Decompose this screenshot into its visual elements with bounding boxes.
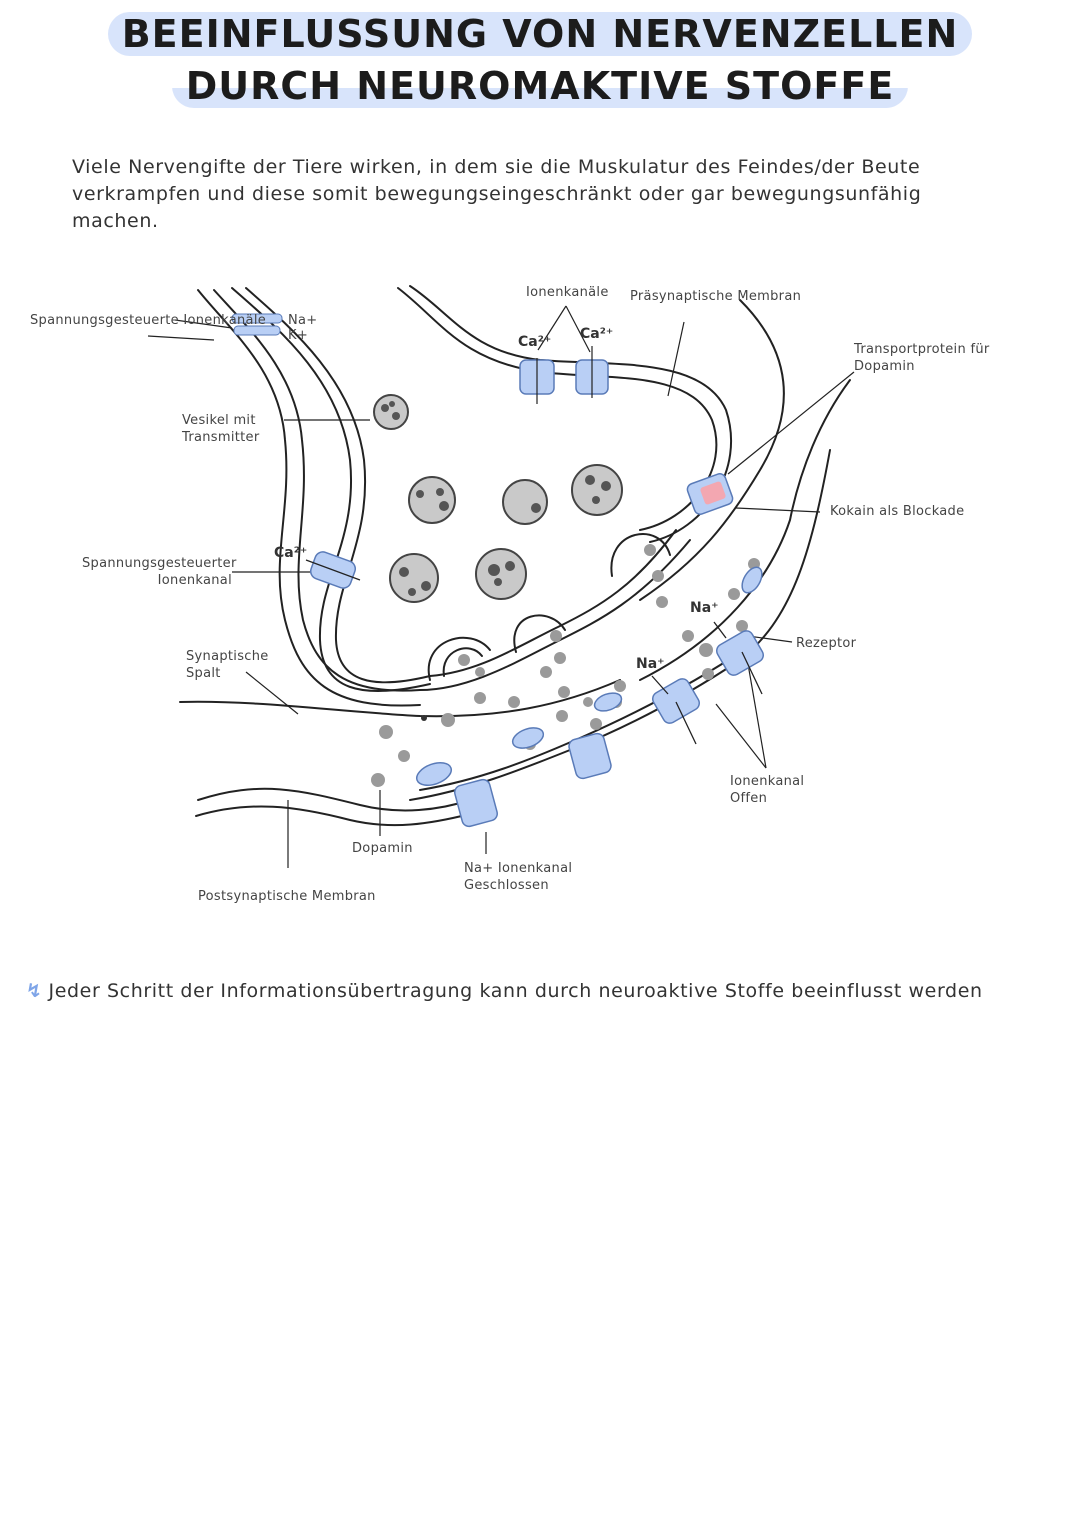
- fusing-vesicle-1: [427, 636, 491, 681]
- lightning-icon: ↯: [26, 980, 43, 1002]
- page-title-text-2: DURCH NEUROMAKTIVE STOFFE: [171, 64, 909, 108]
- label-praesynaptische-membran: Präsynaptische Membran: [630, 289, 802, 304]
- label-kokain-als-blockade: Kokain als Blockade: [830, 504, 965, 519]
- ca-channel-icon-3: [305, 551, 361, 589]
- intro-paragraph: Viele Nervengifte der Tiere wirken, in d…: [72, 156, 922, 232]
- ion-ca-1: Ca²⁺: [518, 334, 552, 350]
- ion-ca-2: Ca²⁺: [580, 326, 614, 342]
- dopamine-dots: [371, 544, 760, 787]
- postsynaptic-membrane-bottom: [197, 787, 471, 812]
- cleft-membrane-right-2: [639, 379, 851, 681]
- ion-na-2: Na⁺: [636, 656, 665, 672]
- ion-channel-na-k-icon: [231, 313, 283, 336]
- label-k-plus: K+: [288, 328, 309, 343]
- ca-channel-icon-2: [575, 346, 609, 398]
- cleft-membrane-right-1: [639, 299, 785, 601]
- postsynaptic-membrane-top: [179, 679, 621, 718]
- page-title-text-1: BEEINFLUSSUNG VON NERVENZELLEN: [107, 12, 973, 56]
- axon-membrane-inner-left: [213, 289, 421, 692]
- ion-na-1: Na⁺: [690, 600, 719, 616]
- ca-channel-icon-1: [519, 358, 555, 404]
- dopamine-transporter-icon: [686, 473, 734, 515]
- fusing-vesicle-2: [513, 614, 566, 653]
- label-vesikel-mit-transmitter: Vesikel mit Transmitter: [182, 413, 260, 445]
- label-spannungsgesteuerte-ionenkanaele: Spannungsgesteuerte Ionenkanäle: [30, 313, 267, 328]
- page-title-line-1: BEEINFLUSSUNG VON NERVENZELLEN: [0, 12, 1080, 56]
- label-ionenkanal-offen: Ionenkanal Offen: [730, 774, 805, 806]
- page-title-line-2: DURCH NEUROMAKTIVE STOFFE: [0, 64, 1080, 108]
- label-spannungsgesteuerter-ionenkanal: Spannungsgesteuerter Ionenkanal: [82, 556, 237, 588]
- label-na-plus: Na+: [288, 313, 318, 328]
- postsynaptic-membrane-lower-1: [409, 449, 831, 801]
- summary-text: Jeder Schritt der Informationsübertragun…: [48, 980, 983, 1002]
- label-synaptische-spalt: Synaptische Spalt: [186, 649, 269, 681]
- fusing-vesicle-3: [610, 533, 671, 577]
- axon-membrane-inner-right: [245, 287, 431, 684]
- label-dopamin: Dopamin: [352, 841, 413, 856]
- ion-ca-3: Ca²⁺: [274, 545, 308, 561]
- terminal-membrane-bottom-2: [429, 529, 677, 677]
- receptor-group: [415, 566, 765, 828]
- summary-statement: ↯Jeder Schritt der Informationsübertragu…: [26, 980, 983, 1002]
- label-rezeptor: Rezeptor: [796, 636, 857, 651]
- label-transportprotein-fuer-dopamin: Transportprotein für Dopamin: [854, 342, 990, 374]
- axon-membrane-outer-right: [231, 287, 431, 692]
- axon-membrane-outer-left: [197, 289, 421, 707]
- label-postsynaptische-membran: Postsynaptische Membran: [198, 889, 376, 904]
- fusing-vesicle-1-inner: [442, 647, 483, 677]
- postsynaptic-membrane-bottom-2: [195, 805, 471, 827]
- label-ionenkanaele-top: Ionenkanäle: [526, 285, 609, 300]
- label-na-ionenkanal-geschlossen: Na+ Ionenkanal Geschlossen: [464, 861, 573, 893]
